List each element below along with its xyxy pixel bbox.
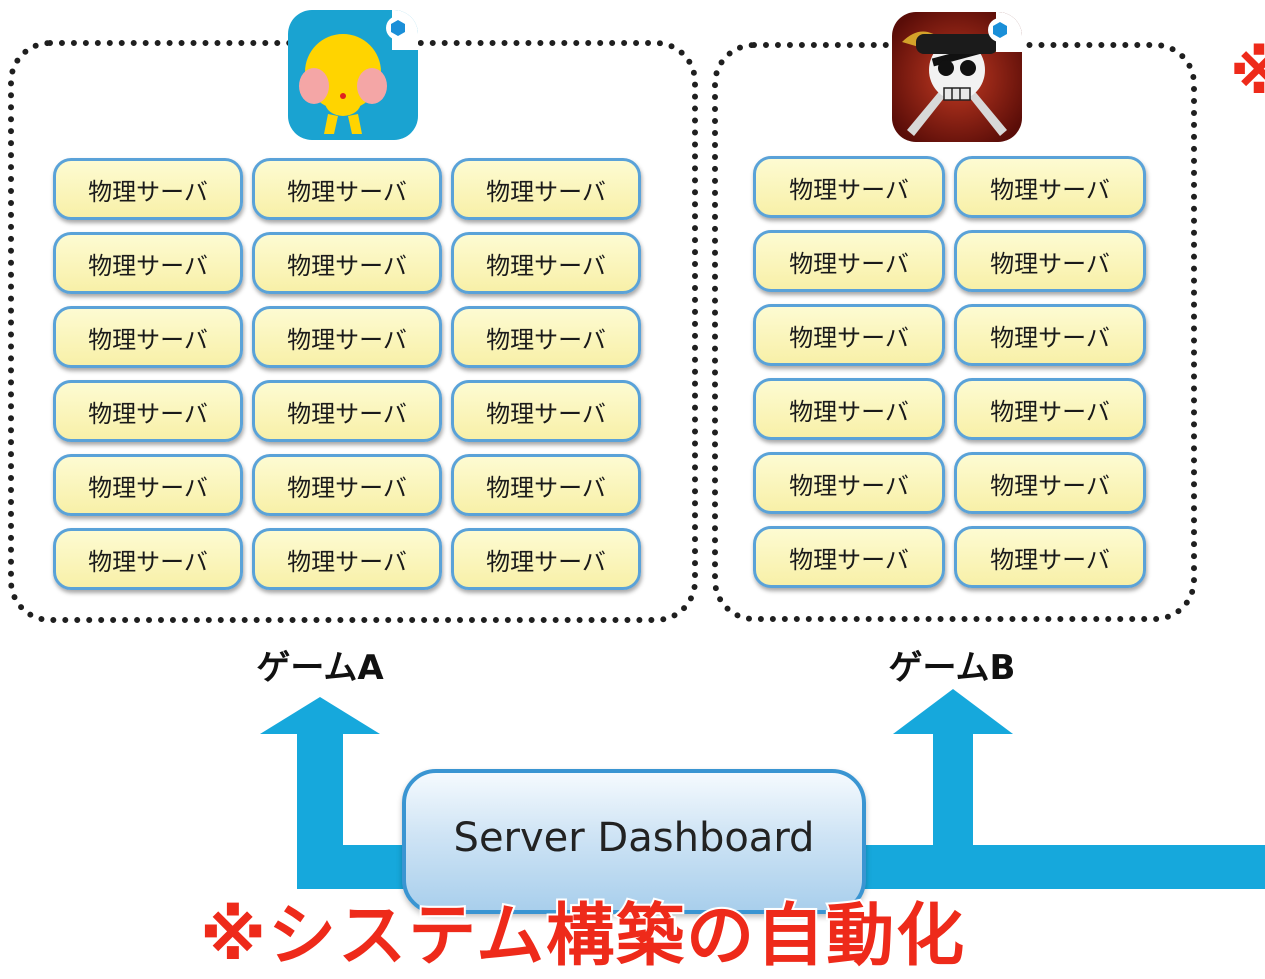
- physical-server-box: 物理サーバ: [451, 306, 641, 368]
- physical-server-box: 物理サーバ: [252, 528, 442, 590]
- physical-server-box: 物理サーバ: [753, 526, 945, 588]
- physical-server-box: 物理サーバ: [753, 230, 945, 292]
- game-b-app-icon: [892, 12, 1022, 142]
- physical-server-box: 物理サーバ: [53, 158, 243, 220]
- server-dashboard-label: Server Dashboard: [453, 814, 815, 861]
- physical-server-box: 物理サーバ: [753, 452, 945, 514]
- game-a-server-grid: 物理サーバ物理サーバ物理サーバ物理サーバ物理サーバ物理サーバ物理サーバ物理サーバ…: [53, 158, 641, 590]
- physical-server-box: 物理サーバ: [451, 454, 641, 516]
- game-a-app-icon: [288, 10, 418, 140]
- physical-server-box: 物理サーバ: [53, 306, 243, 368]
- clipped-note-mark: ※: [1230, 38, 1265, 108]
- game-a-caption: ゲームA: [256, 648, 384, 688]
- game-b-caption: ゲームB: [888, 648, 1016, 688]
- physical-server-box: 物理サーバ: [252, 306, 442, 368]
- physical-server-box: 物理サーバ: [252, 158, 442, 220]
- physical-server-box: 物理サーバ: [53, 232, 243, 294]
- physical-server-box: 物理サーバ: [252, 232, 442, 294]
- physical-server-box: 物理サーバ: [451, 232, 641, 294]
- physical-server-box: 物理サーバ: [954, 230, 1146, 292]
- physical-server-box: 物理サーバ: [451, 158, 641, 220]
- physical-server-box: 物理サーバ: [53, 454, 243, 516]
- physical-server-box: 物理サーバ: [53, 380, 243, 442]
- physical-server-box: 物理サーバ: [954, 304, 1146, 366]
- yellow-mascot-icon: [288, 10, 418, 140]
- arrow-stem-a: [297, 733, 343, 889]
- physical-server-box: 物理サーバ: [954, 452, 1146, 514]
- physical-server-box: 物理サーバ: [753, 378, 945, 440]
- physical-server-box: 物理サーバ: [753, 156, 945, 218]
- physical-server-box: 物理サーバ: [451, 528, 641, 590]
- physical-server-box: 物理サーバ: [252, 454, 442, 516]
- arrow-head-a: [260, 697, 380, 734]
- arrow-stem-b: [933, 733, 973, 889]
- physical-server-box: 物理サーバ: [53, 528, 243, 590]
- physical-server-box: 物理サーバ: [954, 526, 1146, 588]
- game-b-server-grid: 物理サーバ物理サーバ物理サーバ物理サーバ物理サーバ物理サーバ物理サーバ物理サーバ…: [753, 156, 1146, 588]
- server-dashboard-box: Server Dashboard: [402, 769, 866, 914]
- automation-note: ※システム構築の自動化: [198, 895, 967, 978]
- physical-server-box: 物理サーバ: [954, 378, 1146, 440]
- physical-server-box: 物理サーバ: [954, 156, 1146, 218]
- physical-server-box: 物理サーバ: [753, 304, 945, 366]
- physical-server-box: 物理サーバ: [252, 380, 442, 442]
- physical-server-box: 物理サーバ: [451, 380, 641, 442]
- arrow-head-b: [893, 689, 1013, 734]
- pirate-skull-icon: [892, 12, 1022, 142]
